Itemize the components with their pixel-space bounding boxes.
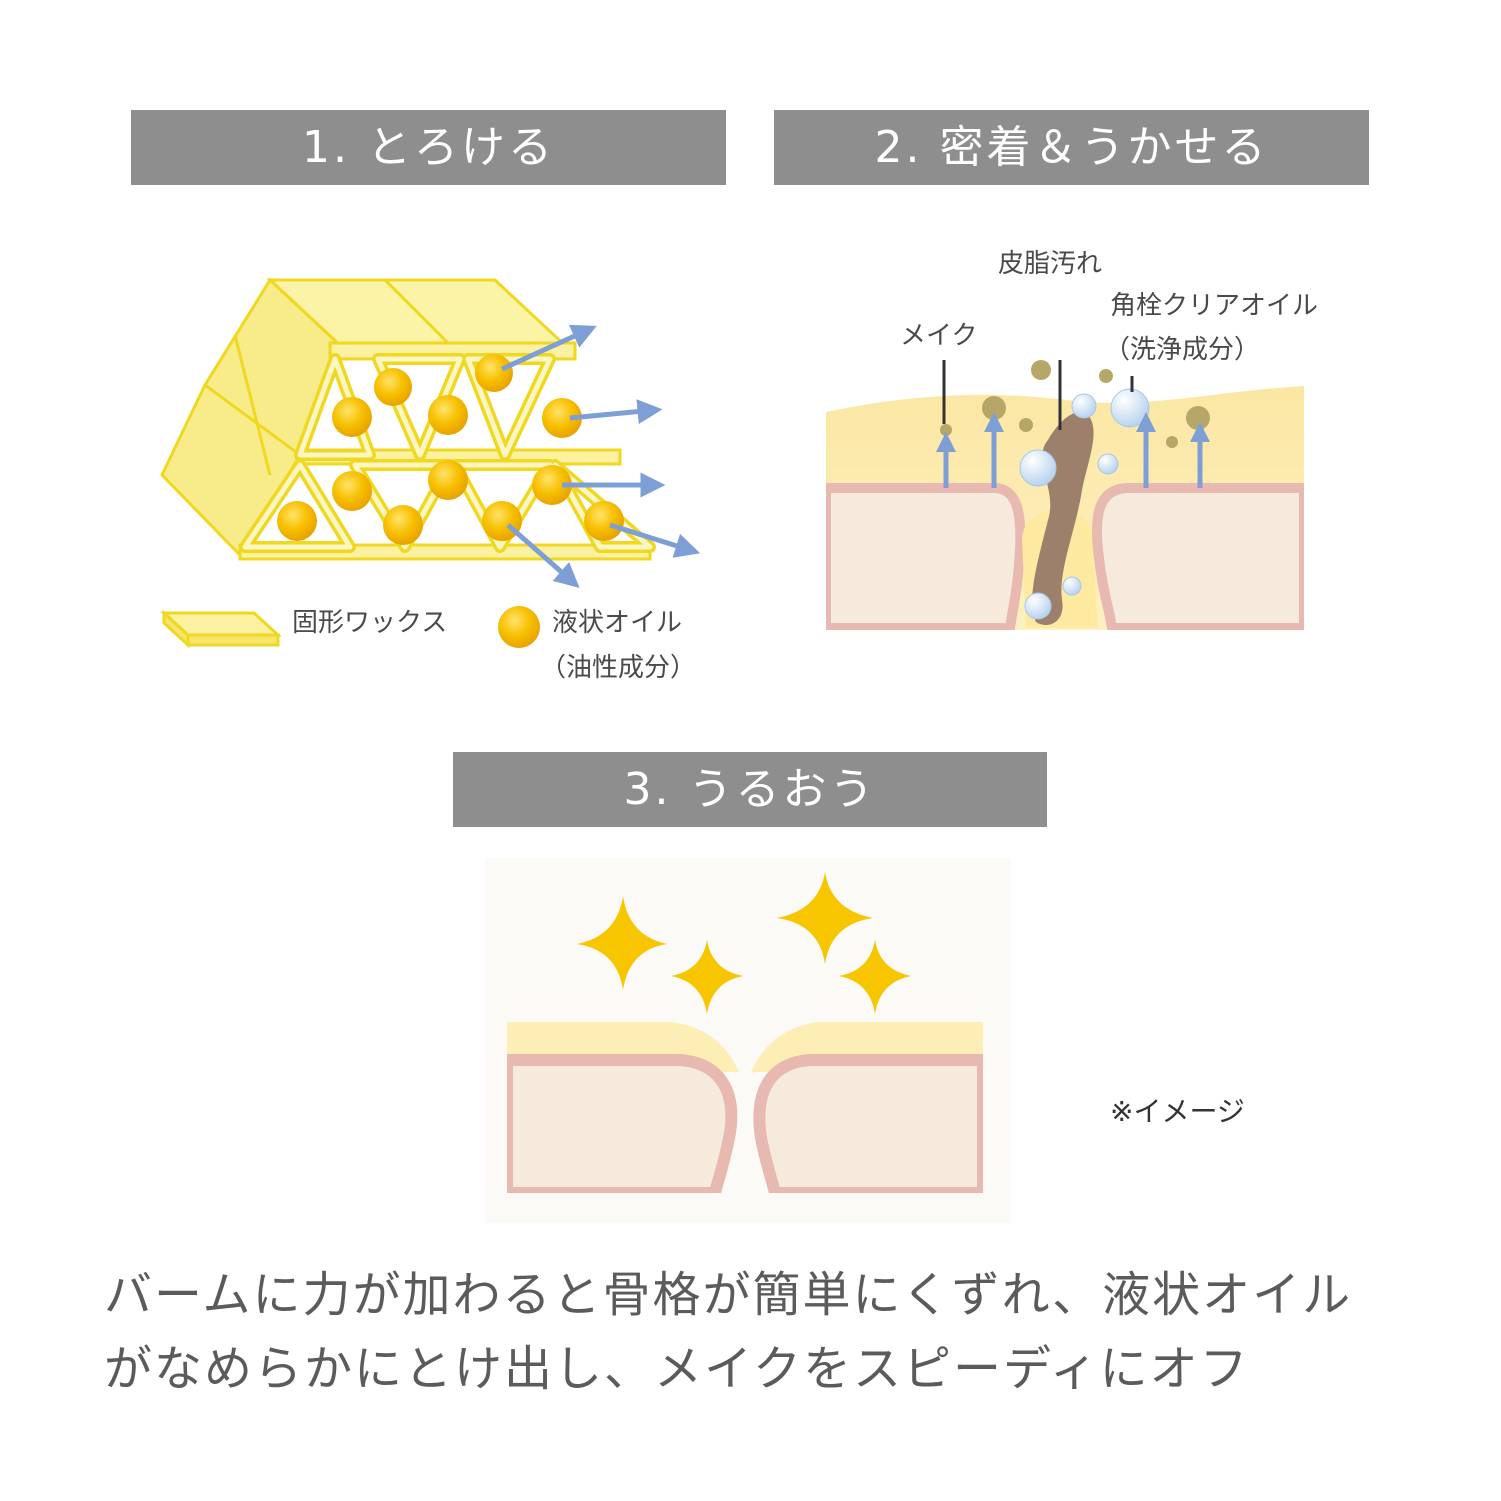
cleanser-bubble — [1024, 592, 1052, 620]
legend-oil-sublabel: （油性成分） — [540, 653, 697, 683]
section-1-title: 1. とろける — [302, 121, 555, 173]
skin-left — [826, 483, 1026, 630]
cleanser-bubble — [1097, 453, 1119, 475]
makeup-particle — [1166, 436, 1178, 448]
makeup-particle — [1099, 369, 1113, 383]
skin-right — [1091, 483, 1304, 630]
oil-droplet — [428, 460, 468, 500]
makeup-particle — [1186, 406, 1210, 430]
outflow-arrow — [609, 522, 701, 558]
cleanser-bubble — [1019, 449, 1057, 487]
makeup-label: メイク — [900, 321, 978, 351]
legend-wax-label: 固形ワックス — [292, 608, 448, 638]
oil-droplet — [584, 501, 624, 541]
caption-line-2: がなめらかにとけ出し、メイクをスピーディにオフ — [104, 1341, 1250, 1397]
sparkle-icon — [777, 872, 873, 964]
makeup-particle — [940, 424, 952, 436]
cleanser-label: 角栓クリアオイル — [1110, 291, 1319, 321]
section-2-header: 2. 密着＆うかせる — [774, 110, 1369, 185]
caption: バームに力が加わると骨格が簡単にくずれ、液状オイル がなめらかにとけ出し、メイク… — [104, 1258, 1424, 1406]
sparkle-icon — [671, 940, 743, 1014]
section-3-header: 3. うるおう — [453, 752, 1047, 827]
section-2-title: 2. 密着＆うかせる — [874, 121, 1269, 173]
oil-droplet — [428, 395, 468, 435]
outflow-arrow — [506, 523, 580, 588]
makeup-particle — [982, 396, 1006, 420]
oil-droplet — [332, 397, 372, 437]
oil-droplet — [475, 354, 513, 392]
cleanser-bubble — [1110, 388, 1150, 428]
cleanser-bubble — [1062, 576, 1082, 596]
oil-droplet — [332, 471, 372, 511]
pore-cleansing-diagram — [826, 360, 1304, 630]
oil-legend-icon — [498, 606, 540, 648]
oil-droplet — [374, 368, 412, 406]
makeup-particle — [1031, 360, 1051, 380]
outflow-arrow — [569, 399, 663, 425]
cleanser-bubble — [1071, 393, 1097, 419]
sebum-label: 皮脂汚れ — [998, 249, 1103, 279]
sparkle-icon — [577, 896, 667, 990]
cleanser-sublabel: （洗浄成分） — [1104, 335, 1261, 365]
section-1-header: 1. とろける — [131, 110, 726, 185]
oil-droplet — [542, 398, 582, 438]
wax-lattice-diagram — [160, 277, 701, 588]
oil-droplet — [277, 501, 317, 541]
skin-right — [753, 1054, 989, 1199]
sparkle-icon — [839, 940, 911, 1014]
legend-oil-label: 液状オイル — [552, 608, 683, 638]
section-3-title: 3. うるおう — [623, 763, 877, 815]
skin-left — [501, 1054, 738, 1199]
outflow-arrow — [500, 324, 597, 372]
moisturized-skin-diagram — [485, 858, 1011, 1223]
image-note: ※イメージ — [1110, 1095, 1245, 1128]
wax-legend-icon — [160, 609, 282, 649]
oil-droplet — [532, 465, 572, 505]
makeup-particle — [1019, 418, 1033, 432]
caption-line-1: バームに力が加わると骨格が簡単にくずれ、液状オイル — [104, 1267, 1353, 1323]
oil-droplet — [383, 505, 423, 545]
